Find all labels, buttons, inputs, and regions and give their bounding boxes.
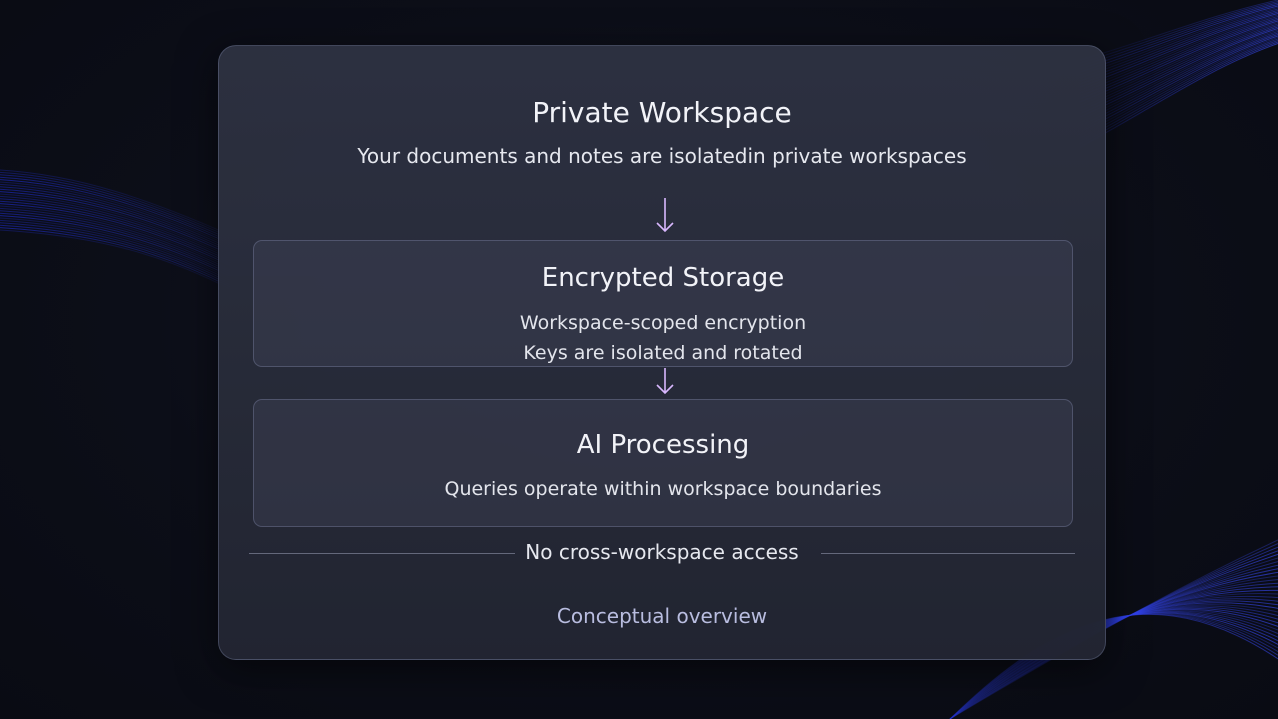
wave-line (0, 176, 231, 242)
wave-line (1079, 41, 1278, 145)
divider-label: No cross-workspace access (525, 540, 799, 564)
wave-line (0, 181, 231, 247)
architecture-panel: Private Workspace Your documents and not… (218, 45, 1106, 660)
wave-line (0, 169, 231, 236)
private-workspace-subtitle: Your documents and notes are isolatedin … (357, 144, 967, 168)
wave-line (0, 188, 231, 253)
encrypted-storage-title: Encrypted Storage (541, 263, 785, 293)
wave-line (0, 183, 231, 249)
wave-line (0, 224, 231, 286)
encrypted-storage-line: Workspace-scoped encryption (519, 312, 807, 334)
wave-line (0, 195, 231, 260)
divider-row: No cross-workspace access (249, 540, 1075, 570)
ai-processing-line: Queries operate within workspace boundar… (444, 478, 882, 500)
wave-line (0, 219, 231, 281)
wave-line (0, 179, 231, 245)
ai-processing-title: AI Processing (576, 430, 750, 460)
wave-line (0, 171, 231, 238)
divider-rule (821, 553, 1075, 554)
wave-lines-right-top (1079, 0, 1278, 148)
footer-caption: Conceptual overview (556, 604, 768, 628)
wave-line (0, 229, 231, 290)
wave-line (0, 191, 231, 255)
wave-line (0, 198, 231, 262)
wave-line (0, 212, 231, 275)
wave-line (0, 193, 231, 258)
wave-line (0, 227, 231, 288)
encrypted-storage-box: Encrypted Storage Workspace-scoped encry… (253, 240, 1073, 367)
wave-line (0, 222, 231, 283)
wave-line (0, 217, 231, 279)
wave-line (0, 200, 231, 264)
wave-line (0, 205, 231, 268)
wave-line (1079, 1, 1278, 64)
wave-line (0, 207, 231, 271)
private-workspace-title: Private Workspace (532, 96, 792, 129)
divider-rule (249, 553, 515, 554)
wave-line (1079, 0, 1278, 61)
wave-line (0, 174, 231, 240)
wave-lines-left (0, 169, 231, 290)
ai-processing-box: AI Processing Queries operate within wor… (253, 399, 1073, 527)
wave-line (0, 203, 231, 266)
encrypted-storage-line: Keys are isolated and rotated (523, 342, 803, 364)
arrow-down-icon (656, 368, 674, 395)
arrow-down-icon (656, 198, 674, 233)
wave-line (0, 186, 231, 251)
wave-line (0, 215, 231, 277)
wave-line (0, 210, 231, 273)
